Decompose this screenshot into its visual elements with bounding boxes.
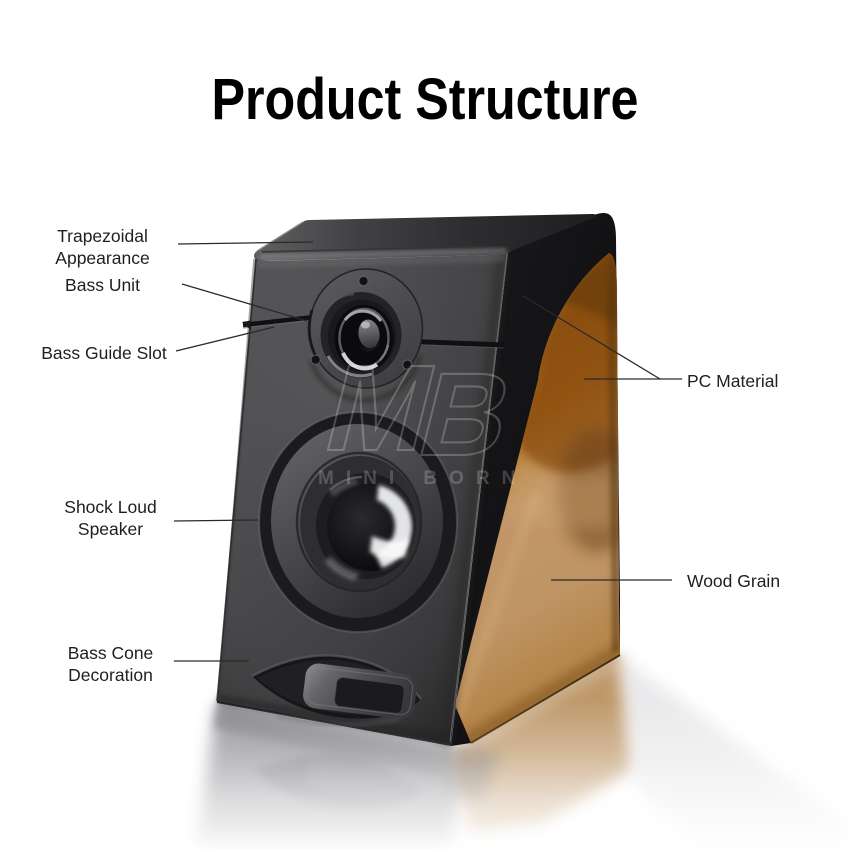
- svg-text:MINI BORN: MINI BORN: [318, 468, 527, 489]
